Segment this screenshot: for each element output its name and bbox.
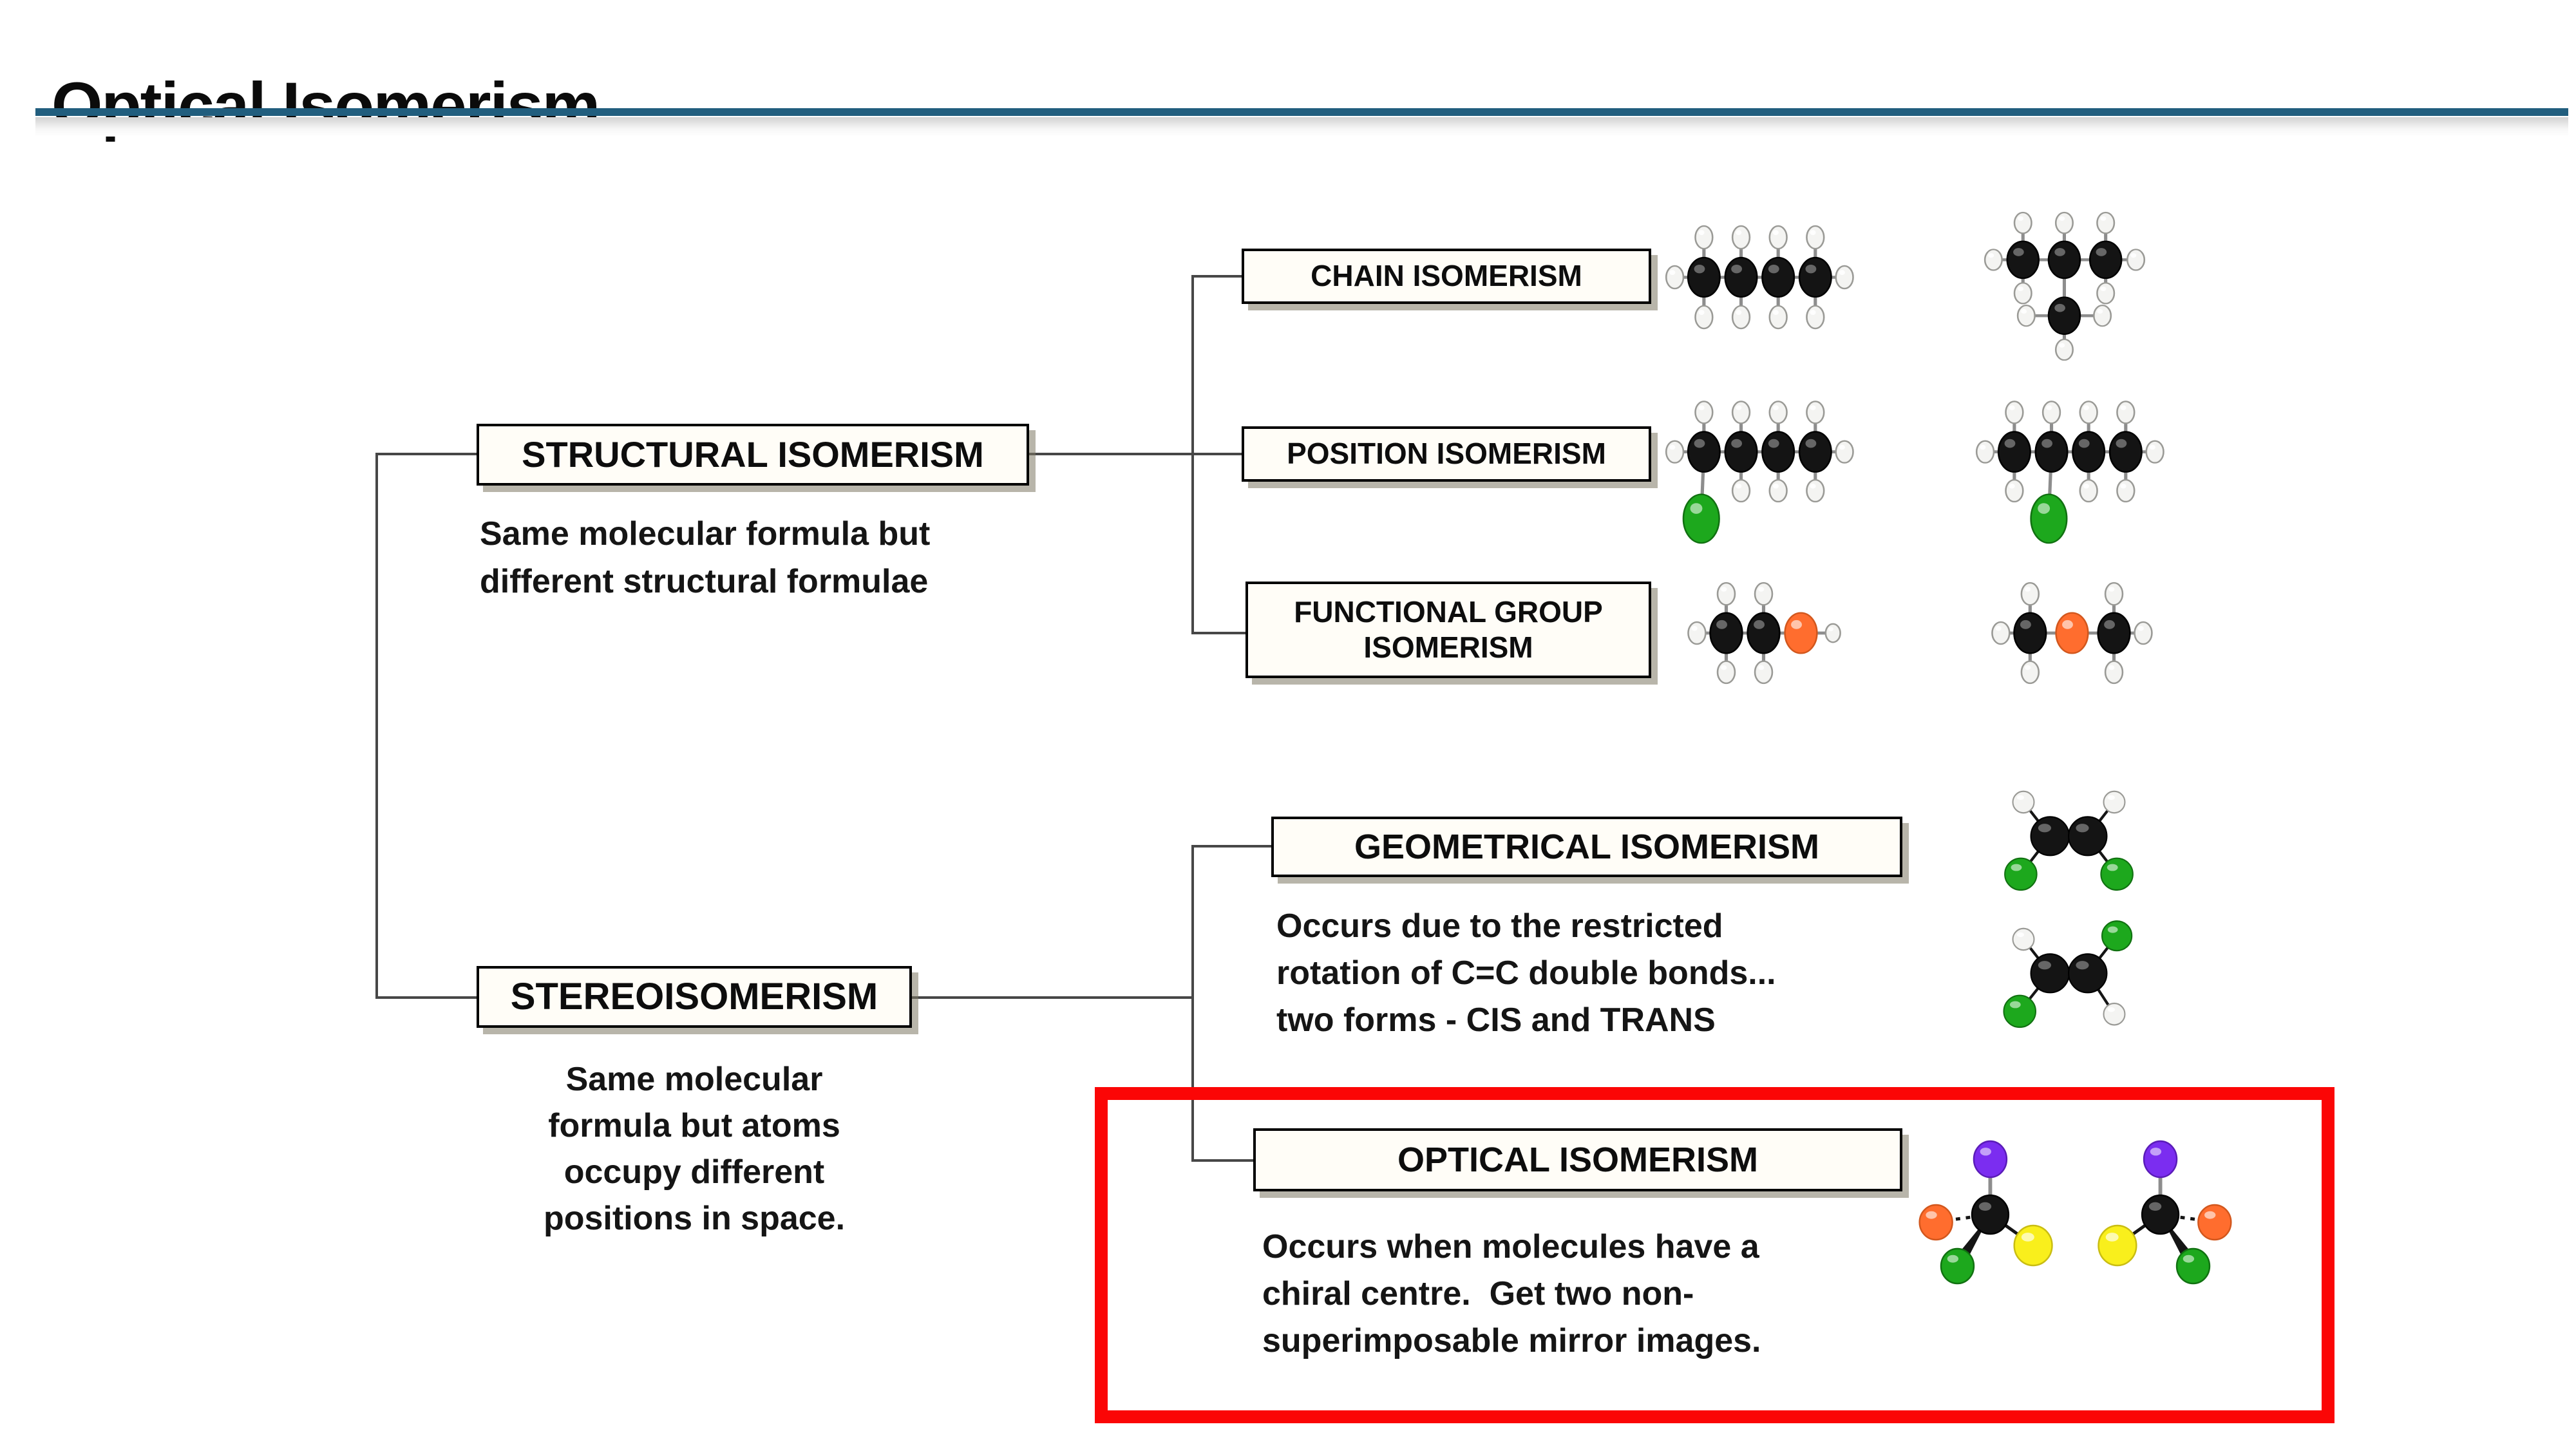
functional-group-isomerism-box: FUNCTIONAL GROUP ISOMERISM	[1245, 582, 1651, 678]
molecule-cis-isomer	[1993, 781, 2145, 900]
structural-description-line: Same molecular formula but	[480, 515, 931, 553]
molecule-trans-isomer	[1993, 918, 2145, 1037]
stereo-description-line: formula but atoms	[548, 1107, 840, 1144]
connector-structural-right	[1029, 453, 1242, 455]
chain-isomerism-box: CHAIN ISOMERISM	[1242, 249, 1651, 304]
connector-stereo-branch-vertical	[1191, 845, 1194, 1162]
title-underline	[35, 108, 2568, 116]
title-underline-shadow	[35, 117, 2568, 137]
stereoisomerism-label: STEREOISOMERISM	[510, 976, 878, 1018]
geometrical-isomerism-label: GEOMETRICAL ISOMERISM	[1354, 827, 1820, 866]
connector-optical-stub	[1191, 1159, 1253, 1162]
connector-stereo-left	[375, 996, 479, 999]
optical-description: Occurs when molecules have a chiral cent…	[1262, 1224, 1958, 1365]
stereo-description-line: positions in space.	[543, 1200, 846, 1237]
molecule-dimethyl-ether	[1984, 572, 2183, 694]
stereo-description-line: Same molecular	[565, 1061, 823, 1098]
connector-structural-left	[375, 453, 479, 455]
optical-isomerism-box: OPTICAL ISOMERISM	[1253, 1128, 1902, 1191]
position-isomerism-label: POSITION ISOMERISM	[1287, 437, 1606, 471]
geometrical-description-line: two forms - CIS and TRANS	[1276, 1001, 1716, 1039]
connector-trunk-vertical	[375, 453, 378, 999]
molecule-chiral-right-mirror-image	[2083, 1139, 2241, 1309]
chain-isomerism-label: CHAIN ISOMERISM	[1311, 259, 1582, 293]
optical-description-line: Occurs when molecules have a	[1262, 1228, 1759, 1265]
geometrical-description: Occurs due to the restricted rotation of…	[1276, 903, 1946, 1044]
connector-geometrical-stub	[1191, 845, 1271, 848]
molecule-2-substituted-butane	[1972, 394, 2197, 555]
geometrical-description-line: rotation of C=C double bonds...	[1276, 954, 1776, 992]
optical-isomerism-label: OPTICAL ISOMERISM	[1397, 1140, 1759, 1179]
position-isomerism-box: POSITION ISOMERISM	[1242, 426, 1651, 482]
stereo-description: Same molecular formula but atoms occupy …	[477, 1056, 912, 1242]
structural-description-line: different structural formulae	[480, 563, 929, 600]
molecule-butane	[1662, 218, 1887, 337]
molecule-isobutane	[1980, 196, 2151, 361]
molecule-chiral-left-mirror-image	[1909, 1139, 2067, 1309]
connector-stereo-right	[911, 996, 1194, 999]
connector-chain-stub	[1191, 275, 1242, 278]
molecule-1-substituted-butane	[1662, 394, 1887, 555]
molecule-ethanol	[1680, 572, 1866, 694]
optical-description-line: chiral centre. Get two non-	[1262, 1275, 1694, 1312]
optical-isomerism-highlight-rect	[1095, 1087, 2334, 1423]
stereo-description-line: occupy different	[564, 1153, 825, 1191]
functional-group-isomerism-label: FUNCTIONAL GROUP ISOMERISM	[1294, 594, 1603, 664]
connector-structural-branch-vertical	[1191, 275, 1194, 634]
structural-isomerism-box: STRUCTURAL ISOMERISM	[477, 424, 1029, 486]
structural-description: Same molecular formula but different str…	[480, 510, 1098, 605]
stereoisomerism-box: STEREOISOMERISM	[477, 966, 912, 1028]
connector-functional-stub	[1191, 632, 1247, 634]
optical-description-line: superimposable mirror images.	[1262, 1322, 1761, 1359]
geometrical-description-line: Occurs due to the restricted	[1276, 907, 1723, 945]
structural-isomerism-label: STRUCTURAL ISOMERISM	[522, 434, 984, 475]
geometrical-isomerism-box: GEOMETRICAL ISOMERISM	[1271, 817, 1902, 877]
